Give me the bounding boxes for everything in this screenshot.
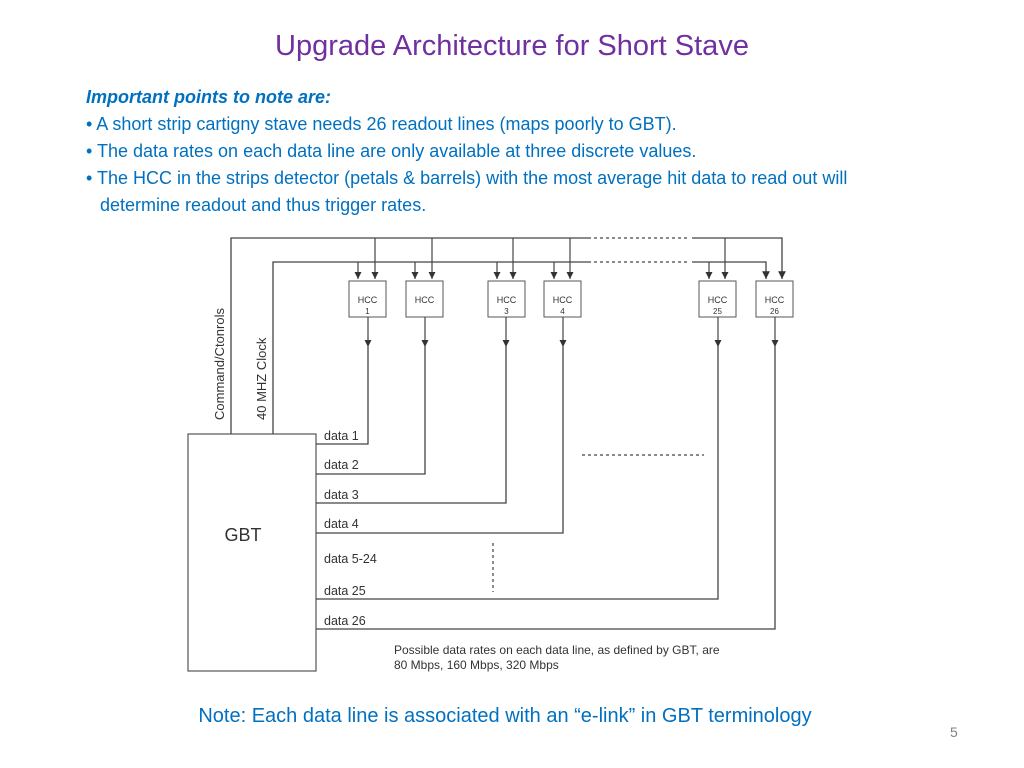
data-line-26	[316, 347, 776, 630]
hcc-chip-4-name: HCC	[553, 295, 573, 305]
data-label-4: data 4	[324, 517, 359, 531]
hcc-chip-2-name: HCC	[415, 295, 435, 305]
data-label-25: data 25	[324, 584, 366, 598]
data-label-1: data 1	[324, 429, 359, 443]
hcc-chip-25: HCC 25	[698, 280, 737, 318]
data-line-25	[316, 347, 719, 600]
clock-label: 40 MHZ Clock	[254, 337, 269, 420]
data-line-1	[316, 347, 369, 445]
notes-heading: Important points to note are:	[86, 87, 331, 107]
footnote: Note: Each data line is associated with …	[198, 705, 812, 727]
hcc-chip-1: HCC 1	[348, 280, 387, 318]
note-bullet-1: • A short strip cartigny stave needs 26 …	[86, 114, 677, 134]
command-line-right	[692, 237, 786, 279]
gbt-box	[187, 433, 317, 672]
hcc-chip-1-number: 1	[365, 307, 370, 316]
data-label-3: data 3	[324, 488, 359, 502]
hcc-chip-4-number: 4	[560, 307, 565, 316]
command-line	[230, 237, 588, 434]
note-bullet-3: • The HCC in the strips detector (petals…	[86, 168, 848, 215]
data-line-3	[316, 347, 507, 504]
slide-title: Upgrade Architecture for Short Stave	[275, 30, 749, 62]
hcc-chip-4: HCC 4	[543, 280, 582, 318]
gbt-label: GBT	[224, 525, 261, 545]
hcc-chip-25-name: HCC	[708, 295, 728, 305]
rates-note-line-2: 80 Mbps, 160 Mbps, 320 Mbps	[394, 658, 559, 672]
command-controls-label: Command/Ctonrols	[212, 308, 227, 420]
hcc-chip-26-number: 26	[770, 307, 779, 316]
page-number: 5	[950, 724, 958, 740]
data-label-26: data 26	[324, 614, 366, 628]
hcc-chip-3: HCC 3	[487, 280, 526, 318]
hcc-chip-25-number: 25	[713, 307, 722, 316]
hcc-chip-1-name: HCC	[358, 295, 378, 305]
hcc-chip-26: HCC 26	[755, 280, 794, 318]
hcc-chip-26-name: HCC	[765, 295, 785, 305]
notes-block: Important points to note are: • A short …	[86, 84, 926, 219]
rates-note-line-1: Possible data rates on each data line, a…	[394, 643, 720, 657]
clock-line-right	[692, 261, 770, 279]
data-label-2: data 2	[324, 458, 359, 472]
clock-line	[272, 261, 588, 434]
data-label-5-24: data 5-24	[324, 552, 377, 566]
hcc-chip-3-number: 3	[504, 307, 509, 316]
note-bullet-2: • The data rates on each data line are o…	[86, 141, 697, 161]
hcc-chip-2: HCC	[405, 280, 444, 318]
data-line-4	[316, 347, 564, 534]
data-line-2	[316, 347, 426, 475]
hcc-chip-3-name: HCC	[497, 295, 517, 305]
